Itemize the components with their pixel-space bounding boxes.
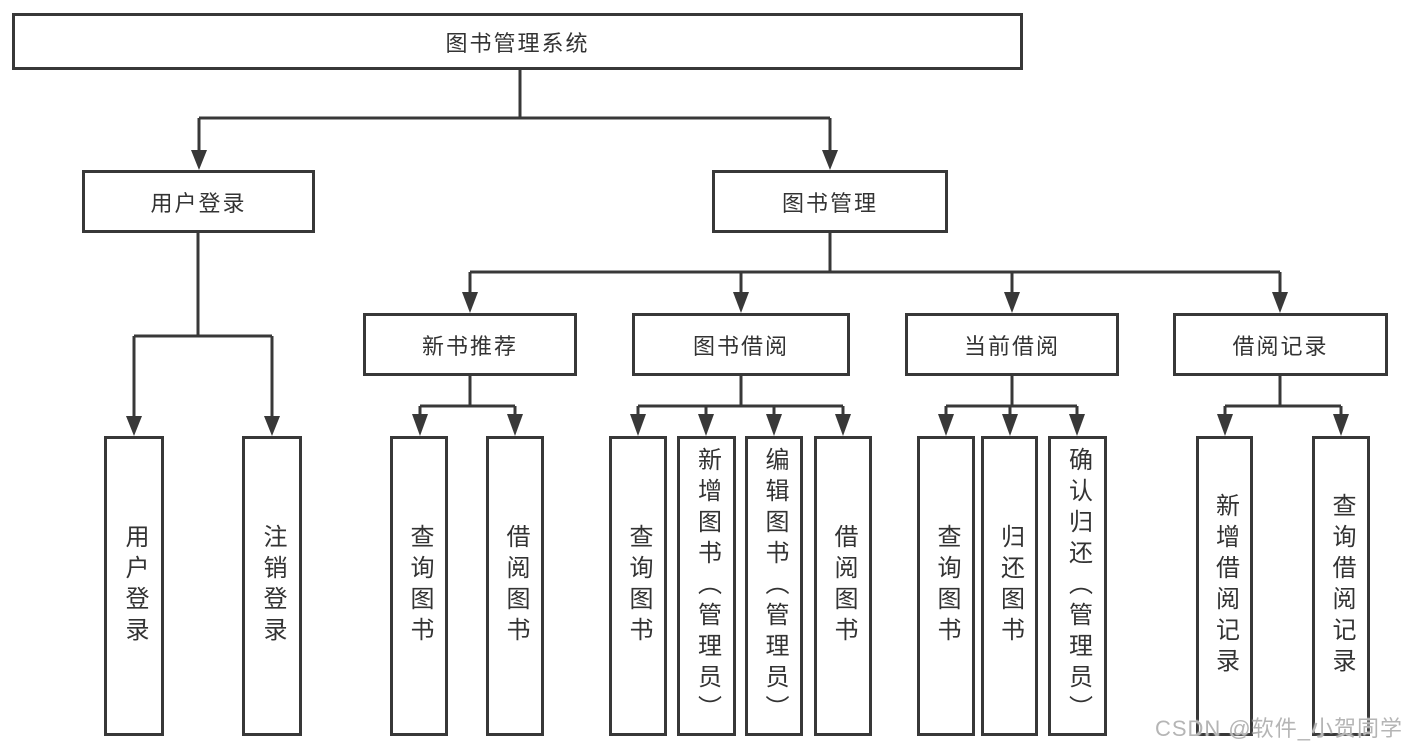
node-label: 注销登录 [259,524,286,648]
edges-current-borrowing [938,376,1085,436]
node-label: 编辑图书（管理员） [761,446,788,726]
edges-book-borrowing [630,376,851,436]
node-new-book-recommend: 新书推荐 [363,313,577,376]
node-label: 查询借阅记录 [1328,493,1355,679]
node-current-borrowing: 当前借阅 [905,313,1119,376]
edges-user-login [126,232,280,436]
node-leaf-query-books-borrowing: 查询图书 [609,436,667,736]
node-leaf-borrow-books-recommend: 借阅图书 [486,436,544,736]
node-label: 图书管理系统 [445,30,590,56]
node-root-system: 图书管理系统 [12,13,1023,70]
node-label: 查询图书 [933,524,960,648]
node-leaf-query-books-recommend: 查询图书 [390,436,448,736]
node-borrowing-records: 借阅记录 [1173,313,1388,376]
node-label: 新增借阅记录 [1211,493,1239,679]
edges-book-management [462,232,1288,313]
node-leaf-confirm-return-admin: 确认归还（管理员） [1048,436,1107,736]
node-user-login: 用户登录 [82,170,315,233]
node-leaf-logout: 注销登录 [242,436,302,736]
node-label: 图书借阅 [692,333,789,359]
node-leaf-add-borrow-record: 新增借阅记录 [1196,436,1253,736]
node-leaf-edit-books-admin: 编辑图书（管理员） [745,436,803,736]
node-book-management: 图书管理 [712,170,948,233]
node-label: 借阅图书 [502,524,529,648]
node-label: 借阅记录 [1232,333,1329,359]
node-leaf-query-borrow-record: 查询借阅记录 [1312,436,1370,736]
node-book-borrowing: 图书借阅 [632,313,850,376]
edges-new-book-recommend [412,376,523,436]
node-label: 查询图书 [406,524,433,648]
node-label: 新书推荐 [421,333,518,359]
node-leaf-return-books: 归还图书 [981,436,1038,736]
edges-borrowing-records [1217,376,1349,436]
edges-root [191,69,838,170]
node-leaf-borrow-books-borrowing: 借阅图书 [814,436,872,736]
csdn-watermark: CSDN @软件_小贺同学 [1154,716,1403,741]
node-label: 归还图书 [996,524,1024,648]
node-label: 借阅图书 [830,524,857,648]
node-label: 用户登录 [121,524,148,648]
node-label: 图书管理 [781,190,878,216]
node-leaf-add-books-admin: 新增图书（管理员） [677,436,736,736]
node-leaf-query-books-current: 查询图书 [917,436,975,736]
node-label: 当前借阅 [963,333,1060,359]
node-label: 查询图书 [625,524,652,648]
node-label: 确认归还（管理员） [1064,446,1092,726]
node-leaf-user-login: 用户登录 [104,436,164,736]
node-label: 用户登录 [150,190,247,216]
node-label: 新增图书（管理员） [693,446,721,726]
